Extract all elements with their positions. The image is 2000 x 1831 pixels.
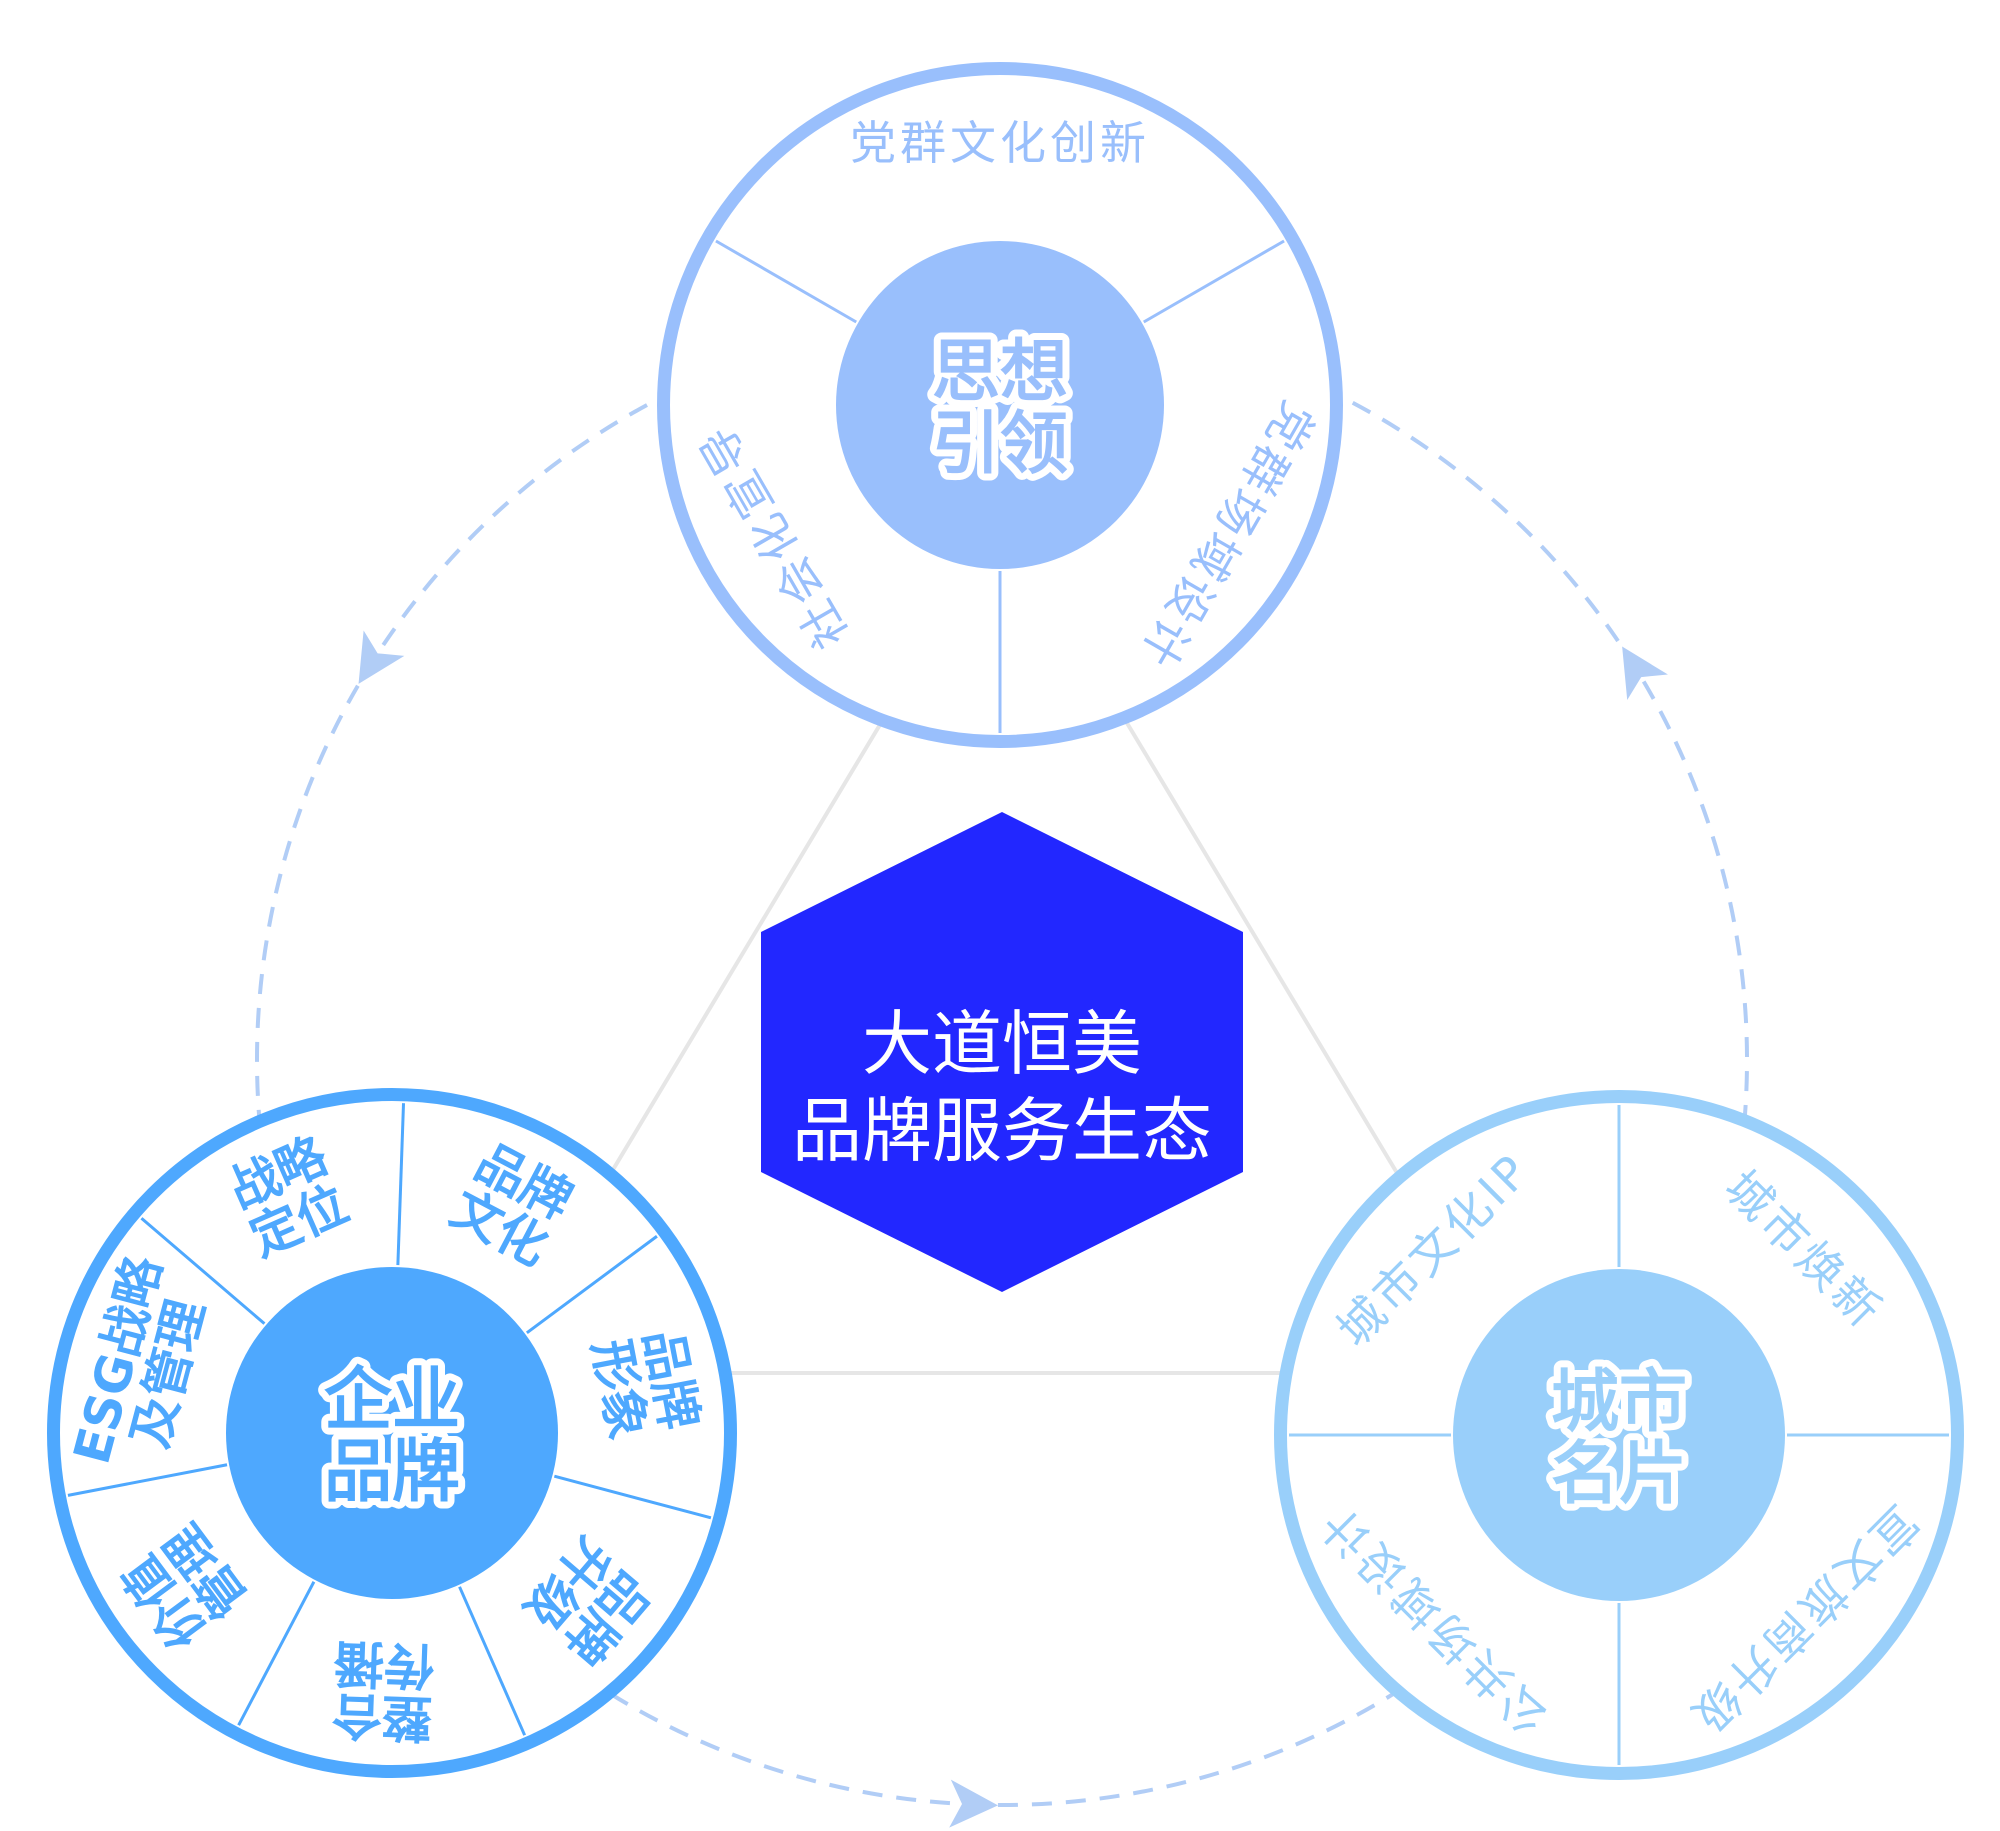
segment-divider [525,1235,658,1335]
cycle-arrowhead-bottom-icon [949,1779,998,1828]
segment-divider [458,1586,527,1736]
cycle-arrowhead-right-icon [1622,646,1668,700]
segment-label-text: 传播 [332,1633,436,1695]
segment-divider [715,239,857,324]
module-hub [1453,1269,1785,1601]
module-title-line: 城市 [1551,1363,1687,1442]
center-title-line-1: 大道恒美 [862,1003,1142,1085]
segment-divider [396,1103,406,1266]
module-title-line: 品牌 [324,1433,460,1512]
module-hub [836,241,1164,569]
module-title-line: 引领 [932,405,1068,484]
center-hexagon-shape [761,812,1243,1292]
module-hub [226,1267,558,1599]
segment-label-text: 整合 [331,1686,433,1747]
module-title-line: 名片 [1551,1435,1687,1514]
module-title-line: 思想 [932,333,1068,412]
module-title-line: 企业 [324,1361,460,1440]
cycle-arc-left [255,349,773,1126]
segment-label[interactable]: 党群文化创新 [850,116,1150,170]
segment-divider [140,1217,266,1325]
connector-triangle [487,514,1521,1375]
segment-divider [1143,239,1285,324]
segment-divider [237,1581,316,1726]
segment-divider [553,1474,712,1520]
center-title-line-2: 品牌服务生态 [792,1090,1212,1172]
segment-label-text: 党群文化创新 [850,116,1150,170]
center-hexagon[interactable]: 大道恒美 品牌服务生态 [761,812,1243,1292]
segment-divider [67,1463,228,1497]
cycle-arrowhead-left-icon [358,630,405,684]
cycle-arc-right [1231,349,1750,1126]
